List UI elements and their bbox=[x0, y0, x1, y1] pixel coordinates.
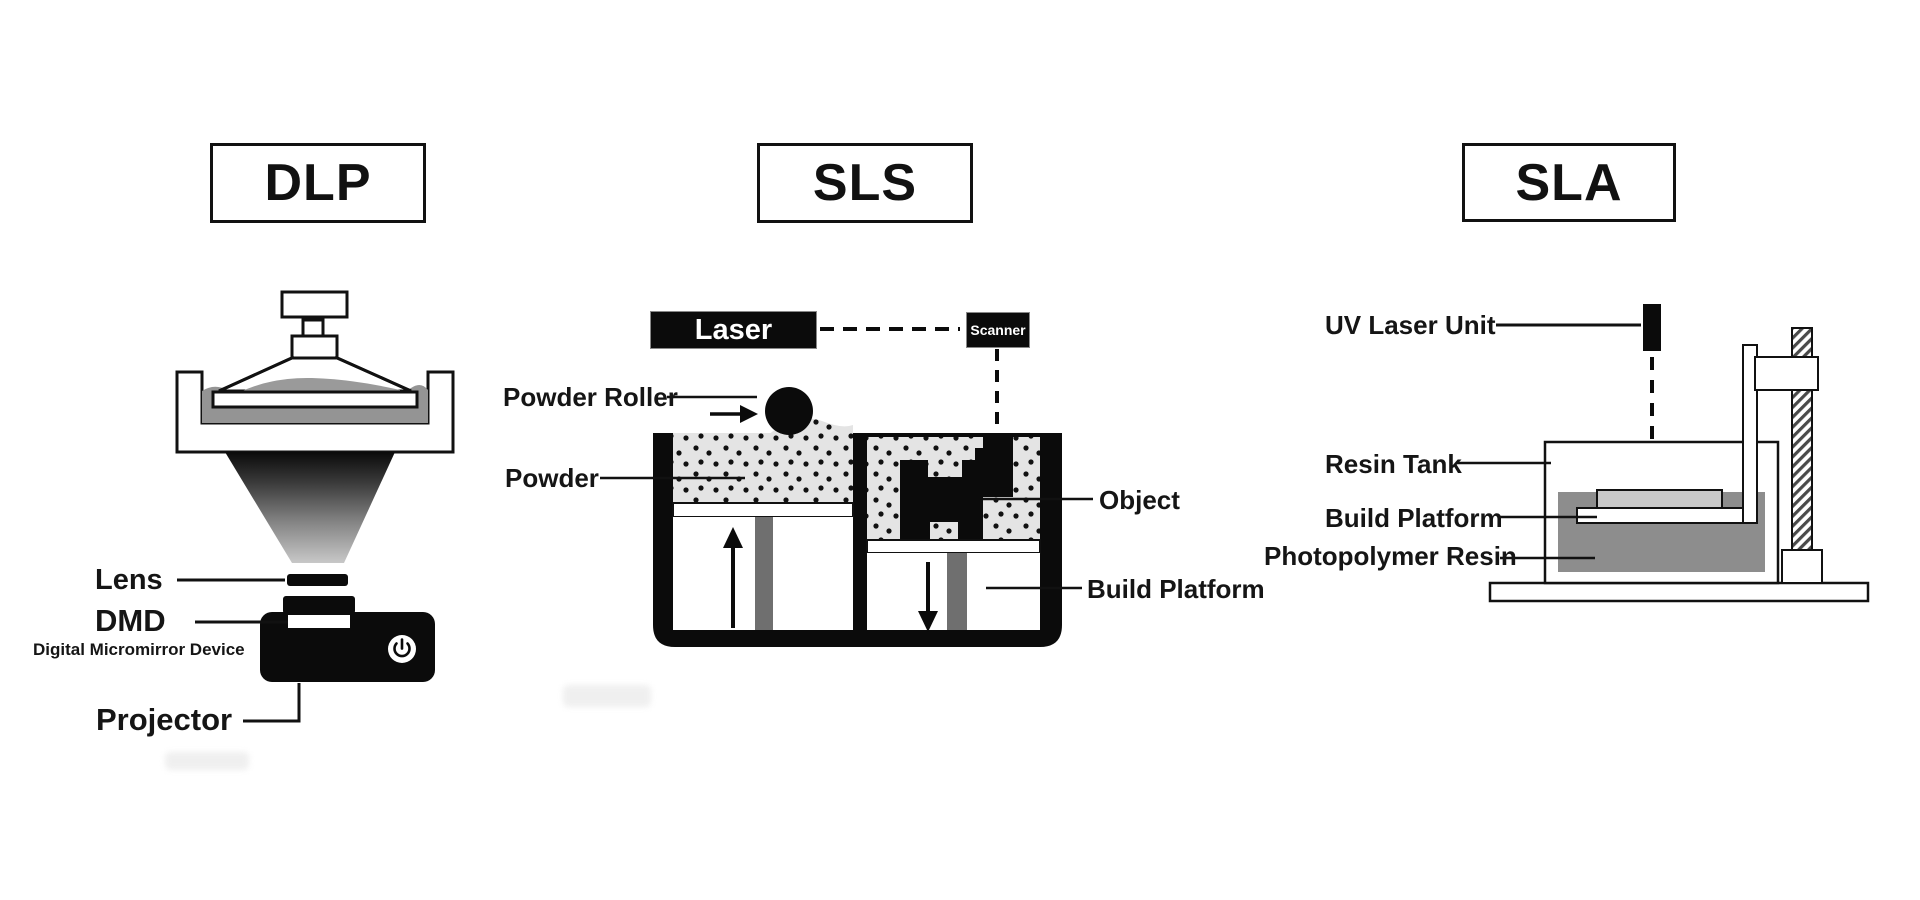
sls-right-piston-stem bbox=[947, 553, 967, 630]
sls-left-powder bbox=[673, 433, 853, 503]
powder-label: Powder bbox=[505, 463, 599, 493]
uv-laser-unit-label: UV Laser Unit bbox=[1325, 310, 1496, 340]
build-platform-label-sla: Build Platform bbox=[1325, 503, 1503, 533]
dlp-machine bbox=[175, 290, 455, 723]
sla-machine bbox=[1457, 304, 1870, 603]
sla-screw-base-block bbox=[1781, 549, 1823, 584]
lens-label: Lens bbox=[95, 564, 163, 596]
sls-right-piston-plate bbox=[866, 539, 1041, 554]
dmd-full-name-label: Digital Micromirror Device bbox=[33, 640, 245, 659]
power-button-icon bbox=[388, 635, 416, 663]
dlp-lens-bar bbox=[287, 574, 348, 586]
dlp-knob-stem bbox=[301, 318, 325, 338]
sla-title-box: SLA bbox=[1462, 143, 1676, 222]
piston-up-arrow bbox=[723, 527, 743, 628]
roller-direction-arrow bbox=[710, 405, 758, 423]
sla-build-platform bbox=[1576, 507, 1748, 524]
projector-leader-line bbox=[243, 683, 301, 723]
dlp-projector-hat bbox=[283, 596, 355, 614]
sla-printed-object bbox=[1596, 489, 1723, 509]
resin-tank-label: Resin Tank bbox=[1325, 449, 1462, 479]
powder-roller-circle bbox=[765, 387, 813, 435]
dlp-resin-mound bbox=[240, 377, 400, 392]
sls-sintered-object bbox=[900, 435, 1013, 540]
dmd-label: DMD bbox=[95, 603, 166, 638]
laser-box: Laser bbox=[650, 311, 817, 349]
projector-label: Projector bbox=[96, 702, 233, 737]
object-label: Object bbox=[1099, 485, 1180, 515]
piston-down-arrow bbox=[918, 562, 938, 632]
watermark-blur-1 bbox=[563, 685, 651, 707]
sla-carriage bbox=[1754, 356, 1819, 391]
dlp-projection-cone bbox=[225, 452, 395, 563]
dlp-funnel-edge-left bbox=[218, 355, 295, 393]
watermark-blur-2 bbox=[165, 752, 249, 770]
sla-base-plate bbox=[1488, 581, 1870, 603]
sls-machine bbox=[600, 327, 1093, 647]
uv-laser-unit-block bbox=[1643, 304, 1661, 351]
dlp-dmd-slot bbox=[288, 615, 350, 628]
dlp-projector-body bbox=[260, 612, 435, 682]
dlp-funnel-neck bbox=[290, 334, 339, 360]
sls-left-piston-plate bbox=[672, 502, 854, 518]
scanner-box: Scanner bbox=[966, 312, 1030, 348]
powder-roller-label: Powder Roller bbox=[503, 382, 678, 412]
dlp-title-box: DLP bbox=[210, 143, 426, 223]
sla-platform-arm bbox=[1742, 344, 1758, 524]
dlp-build-plate bbox=[211, 390, 419, 409]
dlp-funnel-edge-right bbox=[334, 355, 412, 393]
build-platform-label-sls: Build Platform bbox=[1087, 574, 1265, 604]
sls-title-box: SLS bbox=[757, 143, 973, 223]
sls-left-piston-stem bbox=[755, 517, 773, 630]
dlp-top-knob bbox=[280, 290, 349, 319]
photopolymer-resin-label: Photopolymer Resin bbox=[1264, 541, 1517, 571]
